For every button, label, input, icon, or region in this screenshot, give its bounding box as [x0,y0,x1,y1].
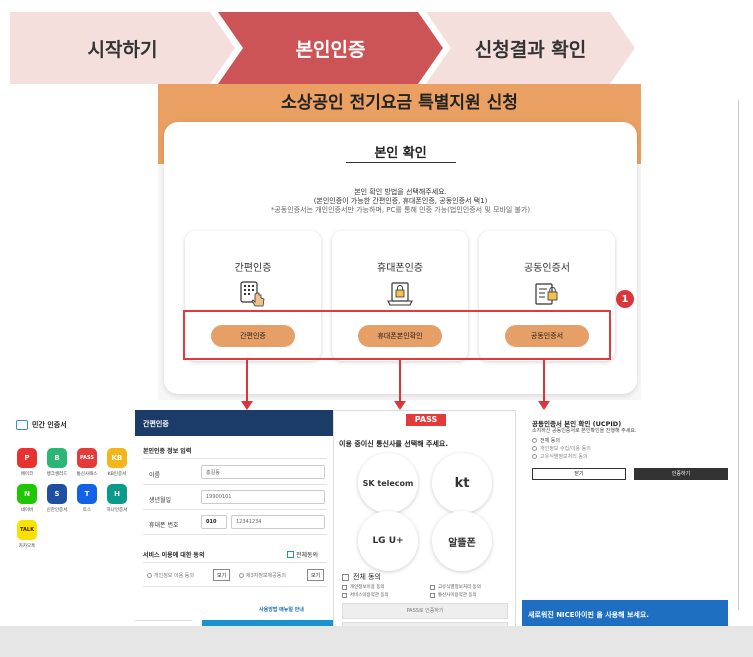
keypad-hand-icon [240,281,265,307]
pass-auth-button[interactable]: PASS로 인증하기 [342,603,508,619]
option-phone-auth: 휴대폰인증 휴대폰본인확인 [332,231,468,361]
title-underline [345,162,456,163]
highlight-box [183,310,611,360]
progress-steps: 시작하기 본인인증 신청결과 확인 [10,12,635,84]
shinhan-icon: S [47,484,67,504]
agree-third-party[interactable]: 제3자정보제공동의 [239,572,286,579]
joint-agree-unique[interactable]: 고유식별정보처리 동의 [532,453,588,460]
pass-logo: PASS [406,414,446,426]
phone-field[interactable]: 12341234 [231,515,325,529]
certificate-lock-icon [535,283,558,305]
phone-prefix-select[interactable]: 010 [201,515,227,529]
joint-cert-button[interactable]: 공동인증서 [505,325,589,347]
simple-auth-button[interactable]: 간편인증 [211,325,295,347]
bottom-bar [0,626,753,657]
agree-carrier-terms[interactable]: 통신사이용약관 동의 [430,592,477,598]
birth-label: 생년월일 [149,497,172,504]
step-verify: 본인인증 [218,12,443,84]
phone-label: 휴대폰 번호 [149,522,179,529]
step-result: 신청결과 확인 [426,12,635,84]
phone-auth-button[interactable]: 휴대폰본인확인 [358,325,442,347]
joint-cert-title: 공동인증서 본인 확인 (UCPID) [532,420,622,428]
toss-icon: T [77,484,97,504]
desc-line: 본인 확인 방법을 선택해주세요. [354,188,447,196]
desc-line: (본인인증이 가능한 간편인증, 휴대폰인증, 공동인증서 택1) [313,197,488,205]
card-title: 본인 확인 [374,146,427,161]
option-joint-cert: 공동인증서 공동인증서 [479,231,615,361]
agree-personal-info[interactable]: 개인정보 이용 동의 [147,572,194,579]
joint-cert-panel: 공동인증서 본인 확인 (UCPID) 소지하신 공동인증서로 본인확인을 진행… [522,410,732,500]
carrier-mvno[interactable]: 알뜰폰 [432,511,492,571]
verify-card: 본인 확인 본인 확인 방법을 선택해주세요. (본인인증이 가능한 간편인증,… [164,122,637,394]
arrow-to-private-cert [241,360,253,410]
help-link[interactable]: 사용방법 매뉴얼 안내 [259,607,304,613]
cert-card-icon [16,420,28,430]
agree-all-checkbox[interactable]: 전체동의 [287,550,318,559]
joint-agree-personal[interactable]: 개인정보 수집/이용 동의 [532,445,591,452]
private-cert-title: 민간 인증서 [32,421,67,429]
option-simple-auth: 간편인증 간편인증 [185,231,321,361]
pass-icon: PASS [77,448,97,468]
pass-panel: PASS 이용 중이신 통신사를 선택해 주세요. SK telecom kt … [333,410,516,640]
option-name: 간편인증 [234,263,272,274]
hana-icon: H [107,484,127,504]
private-cert-header: 민간 인증서 [16,420,67,430]
carrier-skt[interactable]: SK telecom [358,453,418,513]
joint-agree-all[interactable]: 전체 동의 [532,437,560,444]
step-start: 시작하기 [10,12,235,84]
kakao-icon: TALK [17,520,37,540]
option-name: 휴대폰인증 [377,263,423,274]
carrier-question: 이용 중이신 통신사를 선택해 주세요. [339,440,449,448]
phone-lock-icon [387,282,413,306]
simple-auth-form: 간편인증 본인인증 정보 입력 이름 홍길동 생년월일 19900101 휴대폰… [135,410,335,640]
joint-close-button[interactable]: 닫기 [532,468,626,480]
service-frame: 소상공인 전기요금 특별지원 신청 본인 확인 본인 확인 방법을 선택해주세요… [158,84,641,400]
pass-agree-all[interactable]: 전체 동의 [342,572,381,582]
payco-icon: P [17,448,37,468]
joint-cert-subtitle: 소지하신 공동인증서로 본인확인을 진행해 주세요. [532,428,637,434]
birth-field[interactable]: 19900101 [201,490,325,504]
agree-title: 서비스 이용에 대한 동의 [143,552,205,559]
agree-service-terms[interactable]: 서비스이용약관 동의 [342,592,389,598]
arrow-to-joint-cert [538,360,550,410]
view-personal-info-button[interactable]: 보기 [213,569,231,581]
carrier-kt[interactable]: kt [432,453,492,513]
nice-ipin-banner[interactable]: 새로워진 NICE아이핀 을 사용해 보세요. [522,600,728,630]
name-field[interactable]: 홍길동 [201,465,325,479]
form-section-title: 본인인증 정보 입력 [143,448,192,455]
desc-note: *공동인증서는 개인인증서만 가능하며, PC를 통해 인증 가능(법인인증서 … [270,206,531,214]
step-badge: 1 [616,290,634,308]
verify-description: 본인 확인 방법을 선택해주세요. (본인인증이 가능한 간편인증, 휴대폰인증… [164,188,637,215]
banksalad-icon: B [47,448,67,468]
divider [738,100,739,610]
name-label: 이름 [149,472,161,479]
carrier-lgu[interactable]: LG U+ [358,511,418,571]
joint-confirm-button[interactable]: 인증하기 [634,468,728,480]
agree-personal[interactable]: 개인정보이용 동의 [342,584,385,590]
kb-icon: KB [107,448,127,468]
option-name: 공동인증서 [524,263,570,274]
view-third-party-button[interactable]: 보기 [307,569,325,581]
agree-unique-id[interactable]: 고유식별정보처리 동의 [430,584,481,590]
form-header: 간편인증 [135,410,335,436]
arrow-to-pass [394,360,406,410]
naver-icon: N [17,484,37,504]
